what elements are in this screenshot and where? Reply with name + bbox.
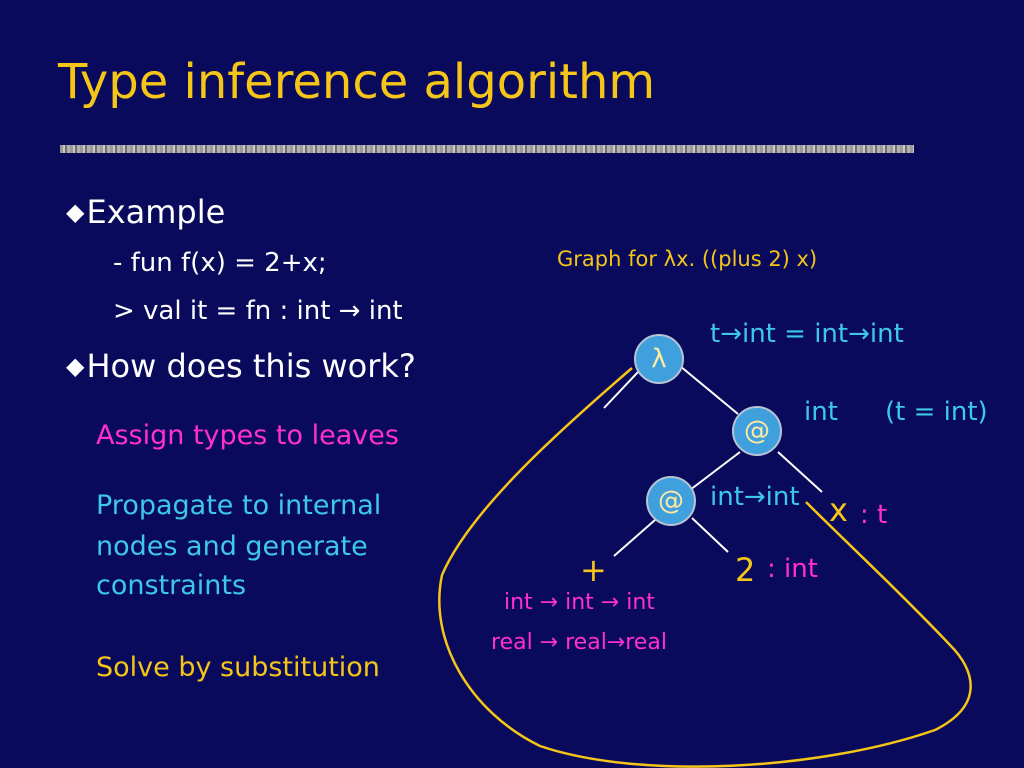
- edge-lambda-to-boundary: [603, 371, 639, 409]
- plus-type-int: int → int → int: [504, 590, 655, 615]
- apply-top-type-label: int: [804, 397, 838, 427]
- note-assign: Assign types to leaves: [96, 420, 399, 451]
- bullet-how-text: How does this work?: [86, 347, 416, 385]
- diamond-bullet-icon: ◆: [66, 352, 85, 380]
- leaf-two: 2: [735, 551, 756, 589]
- edge-apply-bottom-to-plus: [613, 519, 656, 557]
- slide-title: Type inference algorithm: [58, 54, 656, 110]
- leaf-x: x: [829, 491, 848, 529]
- example-line-2: > val it = fn : int → int: [113, 296, 403, 326]
- bullet-how: ◆How does this work?: [66, 350, 416, 382]
- note-propagate-1: Propagate to internal: [96, 490, 382, 521]
- apply-node-bottom: @: [646, 476, 696, 526]
- x-type-label: : t: [860, 500, 888, 530]
- title-divider: [60, 145, 914, 153]
- bullet-example-text: Example: [86, 193, 226, 231]
- apply-top-constraint-label: (t = int): [885, 397, 988, 427]
- diamond-bullet-icon: ◆: [66, 198, 85, 226]
- note-propagate-2: nodes and generate: [96, 531, 368, 562]
- edge-apply-bottom-to-two: [691, 517, 729, 553]
- lambda-type-label: t→int = int→int: [710, 319, 904, 349]
- two-type-label: : int: [767, 554, 818, 584]
- edge-apply-top-to-apply-bottom: [689, 451, 741, 491]
- graph-caption: Graph for λx. ((plus 2) x): [557, 247, 818, 271]
- graph-boundary-curve: [438, 367, 972, 768]
- edge-apply-top-to-x: [777, 451, 823, 493]
- bullet-example: ◆Example: [66, 196, 225, 228]
- note-propagate-3: constraints: [96, 570, 247, 601]
- plus-type-real: real → real→real: [491, 630, 667, 655]
- example-line-1: - fun f(x) = 2+x;: [113, 248, 327, 278]
- lambda-node: λ: [634, 334, 684, 384]
- note-solve: Solve by substitution: [96, 652, 380, 683]
- apply-bottom-type-label: int→int: [710, 482, 800, 512]
- edge-lambda-to-apply-top: [679, 365, 739, 415]
- apply-node-top: @: [732, 406, 782, 456]
- leaf-plus: +: [580, 551, 607, 589]
